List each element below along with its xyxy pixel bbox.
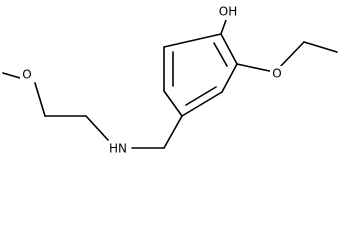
hydroxyl-label: OH <box>219 5 237 19</box>
bond-nitrogen-to-ch2 <box>85 115 109 141</box>
ring-double-bond-c3-c4 <box>185 86 217 106</box>
bond-ring-to-benzylic-ch2 <box>163 115 183 149</box>
atom-label-methoxy-oxygen: O <box>20 67 34 83</box>
bond-ethoxy-oxygen-to-ch2 <box>278 41 305 69</box>
atom-label-amine-nitrogen: HN <box>106 141 130 155</box>
chemical-structure-diagram: OH O O HN <box>2 4 338 155</box>
ring-bond-c2-c3 <box>221 63 238 93</box>
amine-nitrogen-label: HN <box>109 142 127 156</box>
ring-bond-c4-c5 <box>163 90 183 117</box>
ring-bond-c6-c1 <box>163 33 222 48</box>
bond-ch2-to-methoxy-oxygen <box>34 82 46 117</box>
bond-methoxy-oxygen-to-ch3 <box>2 72 21 79</box>
bond-ring-to-hydroxyl <box>220 19 227 35</box>
atom-label-ethoxy-oxygen: O <box>270 66 284 82</box>
bond-ring-to-ethoxy-oxygen <box>236 63 275 73</box>
ethoxy-oxygen-label: O <box>272 67 281 81</box>
bond-ethoxy-ch2-to-ch3 <box>303 41 338 53</box>
methoxy-oxygen-label: O <box>22 68 31 82</box>
atom-label-hydroxyl: OH <box>217 4 239 20</box>
ring-double-bond-c1-c2 <box>213 42 228 67</box>
structure-canvas: OH O O HN <box>2 4 338 155</box>
ring-bond-c3-c4 <box>181 91 223 117</box>
ring-bond-c1-c2 <box>220 33 238 65</box>
